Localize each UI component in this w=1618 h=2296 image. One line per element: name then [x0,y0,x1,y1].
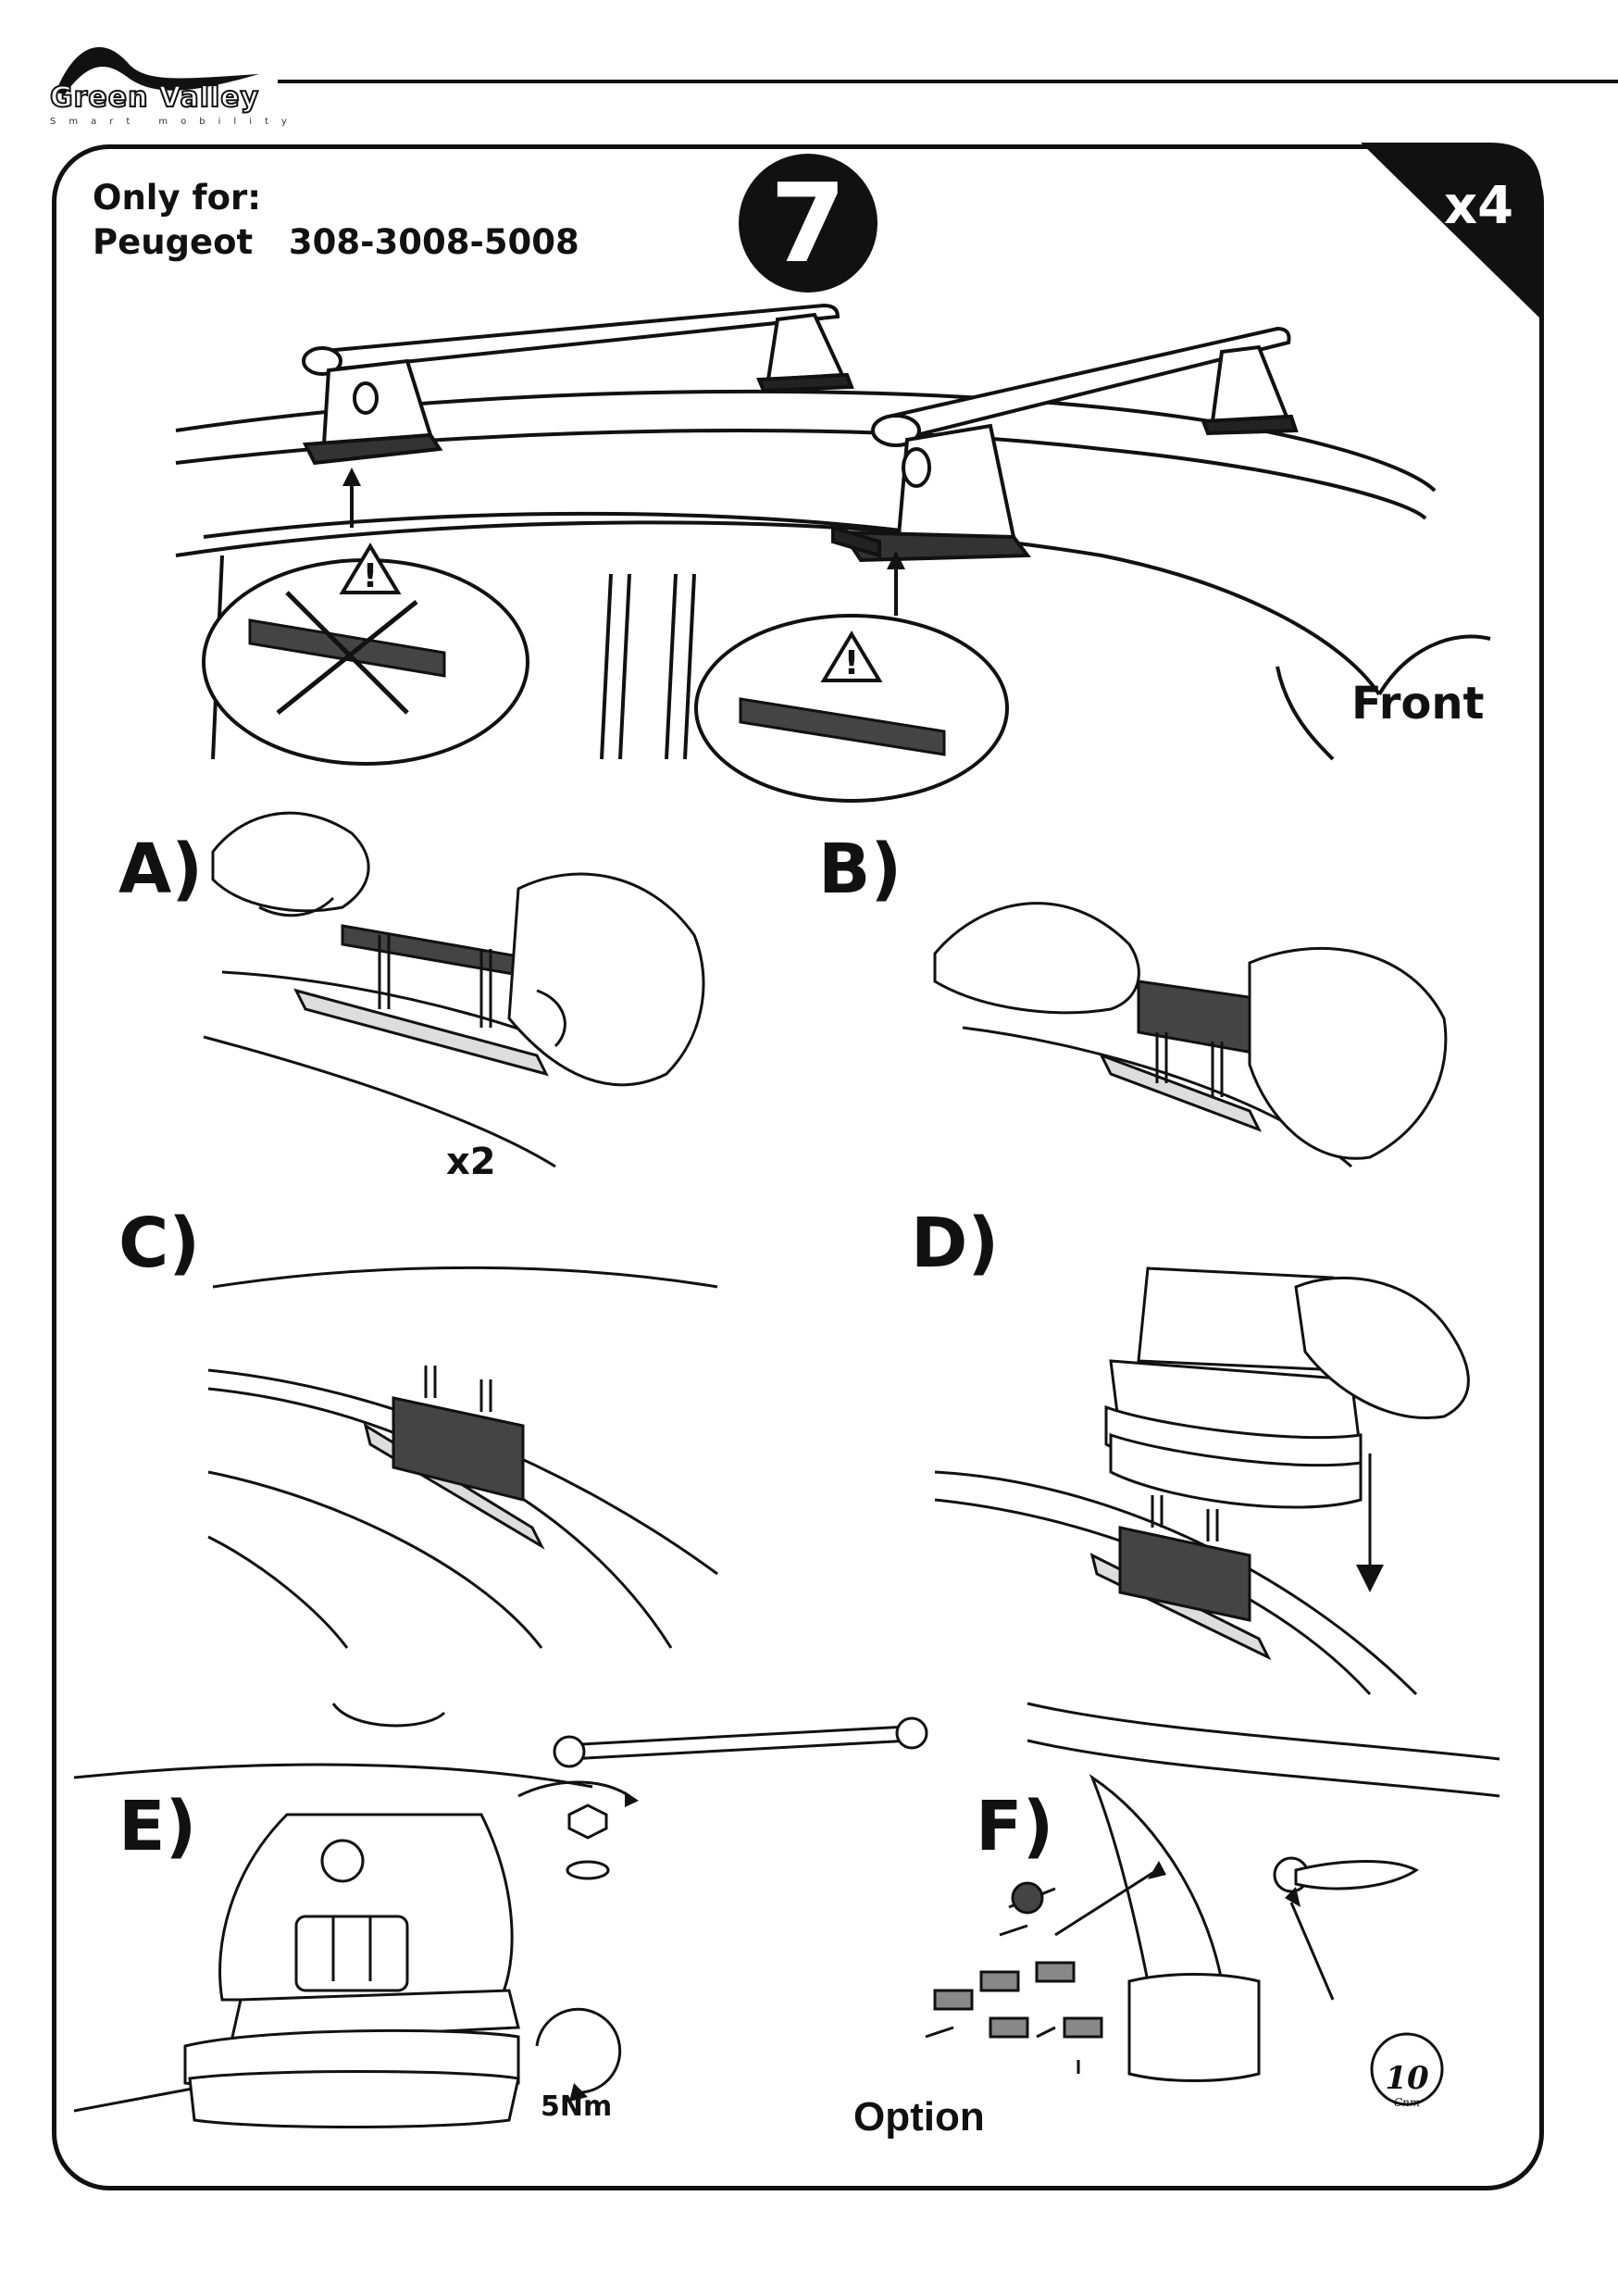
step-f-label: F) [976,1787,1054,1866]
option-label: Option [853,2094,985,2140]
step-d-label: D) [911,1204,1000,1283]
step-e-label: E) [118,1787,197,1866]
x2-label: x2 [446,1141,496,1183]
step-e-illustration [73,1703,928,2128]
down-arrow-icon [1356,1565,1384,1592]
header-rule [278,80,1618,83]
step-c-label: C) [118,1204,201,1283]
step-b-label: B) [818,830,902,909]
instruction-frame [52,144,1544,2190]
brand-name: Green Valley [49,81,260,115]
up-arrow-icon [342,468,361,486]
key-icon [1054,1868,1158,1937]
warning-icon [339,543,402,594]
key-torque-unit: Cnm [1393,2096,1421,2109]
torque-label: 5Nm [541,2090,613,2123]
step-b-illustration [933,902,1448,1168]
step-a-illustration [203,811,705,1168]
key-torque-value: 10 [1385,2060,1429,2097]
car-roof-illustration: ! ! [175,303,1491,803]
quantity-corner [1361,143,1542,320]
rotate-arrow-icon [517,1780,630,1798]
brand-logo: Green Valley Smart mobility [37,28,287,130]
wrench-icon [562,1725,915,1761]
wrong-pad-bubble: ! [202,543,529,766]
step-badge [739,154,877,293]
front-label: Front [1351,678,1485,730]
step-number: 7 [769,159,847,287]
step-c-illustration [207,1266,718,1649]
quantity-label: x4 [1444,176,1514,236]
logo-swoosh-icon [56,46,259,94]
svg-text:!: ! [844,644,859,682]
svg-text:!: ! [363,557,378,595]
correct-pad-bubble: ! [694,614,1009,803]
step-a-label: A) [118,830,204,909]
brand-tagline: Smart mobility [50,117,300,127]
vehicle-compatibility: Only for: Peugeot 308-3008-5008 [93,178,579,262]
step-f-illustration [925,1702,1500,2106]
step-d-illustration [934,1267,1470,1696]
